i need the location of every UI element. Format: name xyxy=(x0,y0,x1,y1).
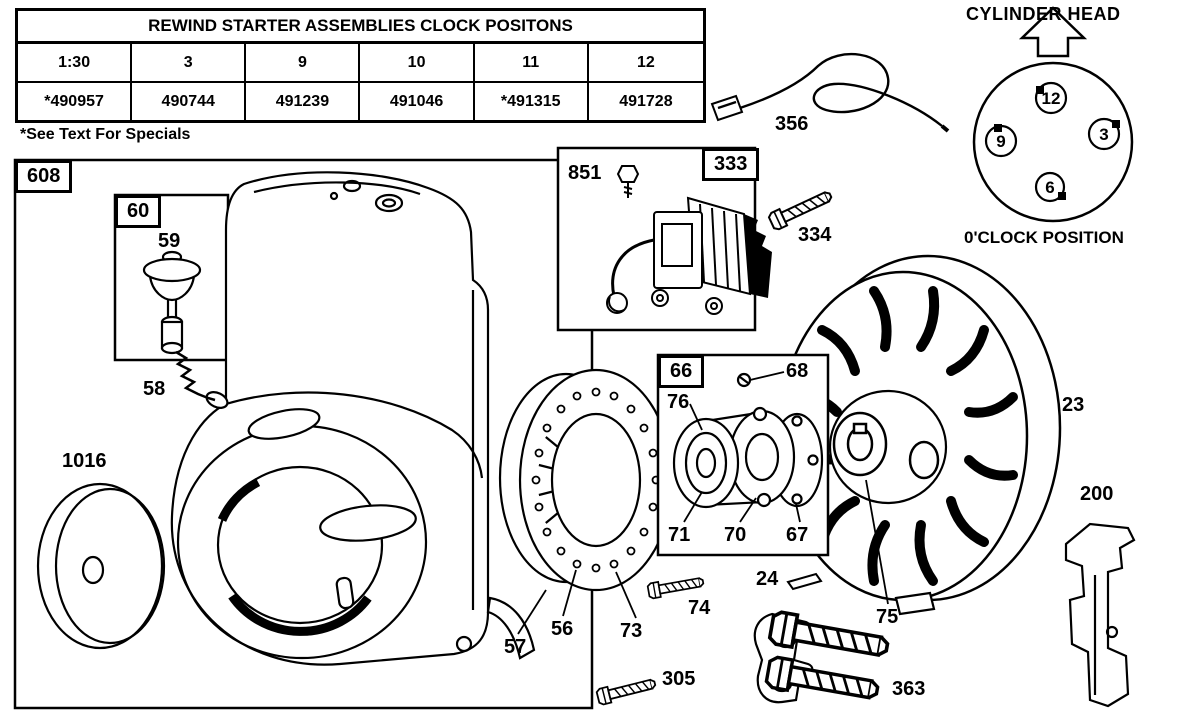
part-label-334: 334 xyxy=(798,224,832,246)
table-header-cell: 1:30 xyxy=(18,44,133,83)
part-label-333: 333 xyxy=(702,148,760,181)
table-value-cell: 490744 xyxy=(132,83,247,120)
clutch-drawing xyxy=(672,372,824,509)
primer-drawing xyxy=(142,250,216,402)
table-header-cell: 11 xyxy=(474,44,589,83)
bolt-74-drawing xyxy=(646,573,706,600)
part-label-71: 71 xyxy=(668,524,691,546)
part-label-608: 608 xyxy=(15,160,73,193)
part-label-74: 74 xyxy=(688,597,711,619)
clock-pos-3: 3 xyxy=(1099,125,1108,144)
clock-position-table: REWIND STARTER ASSEMBLIES CLOCK POSITONS… xyxy=(15,8,706,123)
part-label-67: 67 xyxy=(786,524,809,546)
table-title: REWIND STARTER ASSEMBLIES CLOCK POSITONS xyxy=(18,11,703,44)
table-footnote: *See Text For Specials xyxy=(20,126,191,143)
part-label-24: 24 xyxy=(756,568,779,590)
part-label-60: 60 xyxy=(115,195,162,228)
part-label-1016: 1016 xyxy=(62,450,107,472)
clock-position-caption: 0'CLOCK POSITION xyxy=(964,228,1124,247)
part-label-58: 58 xyxy=(143,378,166,400)
part-label-57: 57 xyxy=(504,636,527,658)
clock-pos-12: 12 xyxy=(1042,89,1061,108)
cylinder-head-diagram: 12 9 3 6 xyxy=(972,6,1134,223)
part-label-363: 363 xyxy=(892,678,926,700)
table-value-cell: *490957 xyxy=(18,83,133,120)
cylinder-head-title: CYLINDER HEAD xyxy=(966,4,1121,24)
part-label-56: 56 xyxy=(551,618,574,640)
leader-lines xyxy=(517,371,889,635)
part-label-23: 23 xyxy=(1062,394,1085,416)
part-label-200: 200 xyxy=(1080,483,1114,505)
bolt-305-drawing xyxy=(595,674,658,707)
clock-pos-6: 6 xyxy=(1045,178,1054,197)
part-label-75: 75 xyxy=(876,606,899,628)
part-label-59: 59 xyxy=(158,230,181,252)
part-label-356: 356 xyxy=(775,113,809,135)
part-label-76: 76 xyxy=(667,391,690,413)
ring-gear-drawing xyxy=(498,368,674,592)
table-value-cell: 491728 xyxy=(619,93,673,110)
clock-pos-9: 9 xyxy=(996,132,1005,151)
part-label-305: 305 xyxy=(662,668,696,690)
blower-housing-drawing xyxy=(170,171,536,666)
cover-disc-drawing xyxy=(36,482,166,650)
part-label-68: 68 xyxy=(786,360,809,382)
table-grid: 1:30 3 9 10 11 12 *490957 490744 491239 … xyxy=(18,44,703,120)
stop-switch-wire-drawing xyxy=(710,53,950,133)
table-header-cell: 10 xyxy=(360,44,475,83)
table-value-cell: 491239 xyxy=(246,83,361,120)
ignition-armature-drawing xyxy=(606,165,772,315)
table-value-cell: *491315 xyxy=(475,83,589,120)
table-header-cell: 3 xyxy=(132,44,247,83)
table-header-cell: 9 xyxy=(246,44,361,83)
part-label-851: 851 xyxy=(568,162,602,184)
part-label-66: 66 xyxy=(658,355,705,388)
up-arrow-icon xyxy=(1018,6,1088,58)
table-header-cell: 12 xyxy=(588,44,703,83)
part-label-73: 73 xyxy=(620,620,643,642)
bracket-200-drawing xyxy=(1064,522,1136,708)
part-label-70: 70 xyxy=(724,524,747,546)
flywheel-key-drawing xyxy=(786,572,823,591)
table-value-cell: 491046 xyxy=(360,83,475,120)
